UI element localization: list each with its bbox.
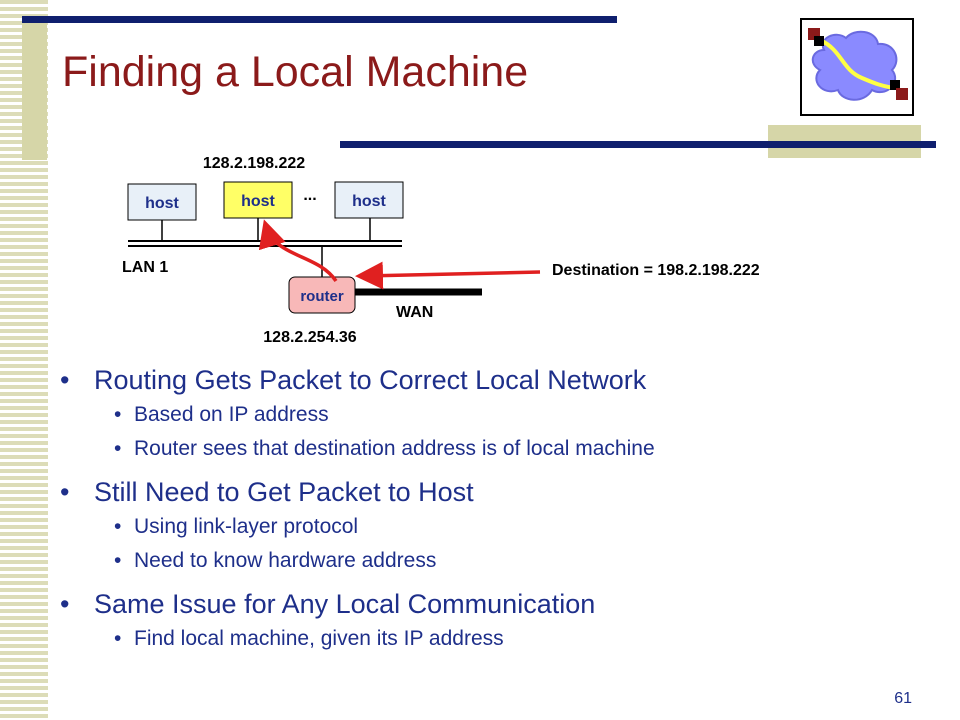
router-ip-label: 128.2.254.36 — [263, 329, 357, 346]
router-box — [288, 276, 356, 314]
bullet-routing: Routing Gets Packet to Correct Local Net… — [60, 362, 920, 398]
lan-label: LAN 1 — [122, 259, 168, 276]
destination-label: Destination = 198.2.198.222 — [552, 262, 760, 279]
hosts-ellipsis: ... — [303, 187, 316, 204]
router-label: router — [300, 288, 344, 305]
host-left-box — [127, 183, 197, 221]
host-right-box — [334, 181, 404, 219]
wan-label: WAN — [396, 304, 433, 321]
host-mid-box — [223, 181, 293, 219]
host-mid-label: host — [241, 193, 275, 210]
host-ip-label: 128.2.198.222 — [203, 155, 305, 172]
bullet-list: Routing Gets Packet to Correct Local Net… — [60, 360, 920, 656]
host-left-label: host — [145, 195, 179, 212]
deliver-arrow — [258, 219, 338, 283]
network-diagram: host host host ... 128.2.198.222 LAN 1 r… — [122, 155, 760, 346]
title-rule — [340, 141, 936, 148]
destination-arrow — [355, 261, 541, 290]
decorative-title-block — [22, 16, 47, 160]
network-cloud-logo — [800, 18, 914, 116]
sub-bullet-find-local: Find local machine, given its IP address — [60, 622, 920, 656]
sub-bullet-ip-address: Based on IP address — [60, 398, 920, 432]
slide-title: Finding a Local Machine — [62, 48, 529, 96]
sub-bullet-router-sees: Router sees that destination address is … — [60, 432, 920, 466]
bullet-still-need: Still Need to Get Packet to Host — [60, 474, 920, 510]
page-number: 61 — [894, 690, 912, 707]
host-right-label: host — [352, 193, 386, 210]
sub-bullet-link-layer: Using link-layer protocol — [60, 510, 920, 544]
decorative-top-bar — [22, 16, 617, 23]
sub-bullet-hardware-address: Need to know hardware address — [60, 544, 920, 578]
bullet-same-issue: Same Issue for Any Local Communication — [60, 586, 920, 622]
